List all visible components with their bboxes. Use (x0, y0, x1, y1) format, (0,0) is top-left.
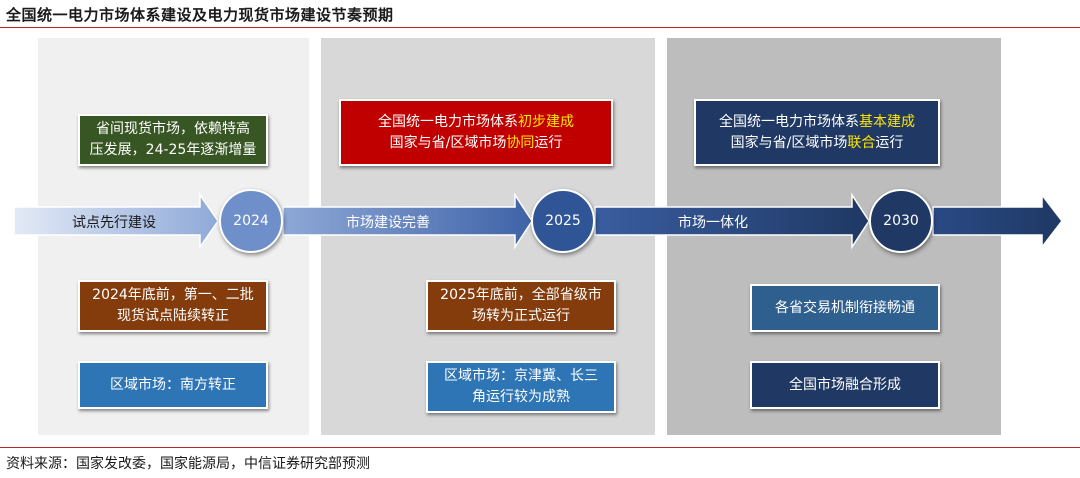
box-line: 国家与省/区域市场联合运行 (719, 133, 915, 154)
title-divider (0, 27, 1080, 28)
box-national-market-integrated: 全国市场融合形成 (750, 361, 940, 409)
highlight-text: 协同 (506, 134, 535, 151)
page-title: 全国统一电力市场体系建设及电力现货市场建设节奏预期 (6, 6, 394, 24)
arrow-segment-improve (282, 192, 533, 250)
arrow-segment-pilot (13, 192, 219, 250)
box-line: 区域市场：京津冀、长三 (444, 368, 598, 384)
text-segment: 全国统一电力市场体系 (378, 113, 518, 130)
highlight-text: 初步建成 (518, 113, 574, 130)
timeline-arrow (13, 192, 1063, 250)
box-line: 国家与省/区域市场协同运行 (378, 133, 574, 154)
box-basically-built: 全国统一电力市场体系基本建成 国家与省/区域市场联合运行 (694, 99, 940, 166)
stage-label-pilot: 试点先行建设 (72, 215, 156, 231)
year-node-2025: 2025 (531, 189, 595, 253)
box-interprovincial-spot-market: 省间现货市场，依赖特高 压发展，24-25年逐渐增量 (78, 114, 268, 166)
highlight-text: 基本建成 (859, 113, 915, 130)
box-jjj-yrd-regional-market: 区域市场：京津冀、长三 角运行较为成熟 (426, 361, 616, 413)
year-node-2024: 2024 (219, 189, 283, 253)
box-line: 2024年底前，第一、二批 (92, 287, 254, 303)
box-line: 现货试点陆续转正 (116, 308, 229, 324)
box-line: 省间现货市场，依赖特高 (96, 121, 250, 137)
text-segment: 国家与省/区域市场 (389, 134, 507, 151)
box-line: 全国统一电力市场体系初步建成 (378, 112, 574, 133)
box-pilots-formalized: 2024年底前，第一、二批 现货试点陆续转正 (78, 280, 268, 332)
source-note: 资料来源：国家发改委，国家能源局，中信证券研究部预测 (6, 456, 370, 472)
box-line: 2025年底前，全部省级市 (440, 287, 602, 303)
box-initially-built: 全国统一电力市场体系初步建成 国家与省/区域市场协同运行 (339, 99, 613, 166)
highlight-text: 联合 (847, 134, 876, 151)
box-line: 压发展，24-25年逐渐增量 (89, 142, 257, 158)
stage-label-improve: 市场建设完善 (346, 215, 430, 231)
text-segment: 国家与省/区域市场 (730, 134, 848, 151)
box-provincial-markets-formal: 2025年底前，全部省级市 场转为正式运行 (426, 280, 616, 332)
box-trading-mechanism-linked: 各省交易机制衔接畅通 (750, 284, 940, 332)
arrow-segment-end (932, 192, 1063, 250)
box-line: 各省交易机制衔接畅通 (775, 299, 915, 316)
source-divider (0, 447, 1080, 448)
box-line: 场转为正式运行 (471, 308, 570, 324)
box-line: 全国统一电力市场体系基本建成 (719, 112, 915, 133)
text-segment: 运行 (875, 134, 904, 151)
text-segment: 全国统一电力市场体系 (719, 113, 859, 130)
box-southern-regional-market: 区域市场：南方转正 (78, 361, 268, 409)
box-line: 区域市场：南方转正 (110, 376, 236, 393)
text-segment: 运行 (534, 134, 563, 151)
box-line: 全国市场融合形成 (789, 376, 901, 393)
stage-label-integrate: 市场一体化 (678, 215, 748, 231)
arrow-segment-integrate (594, 192, 870, 250)
box-line: 角运行较为成熟 (472, 389, 570, 405)
year-node-2030: 2030 (869, 189, 933, 253)
